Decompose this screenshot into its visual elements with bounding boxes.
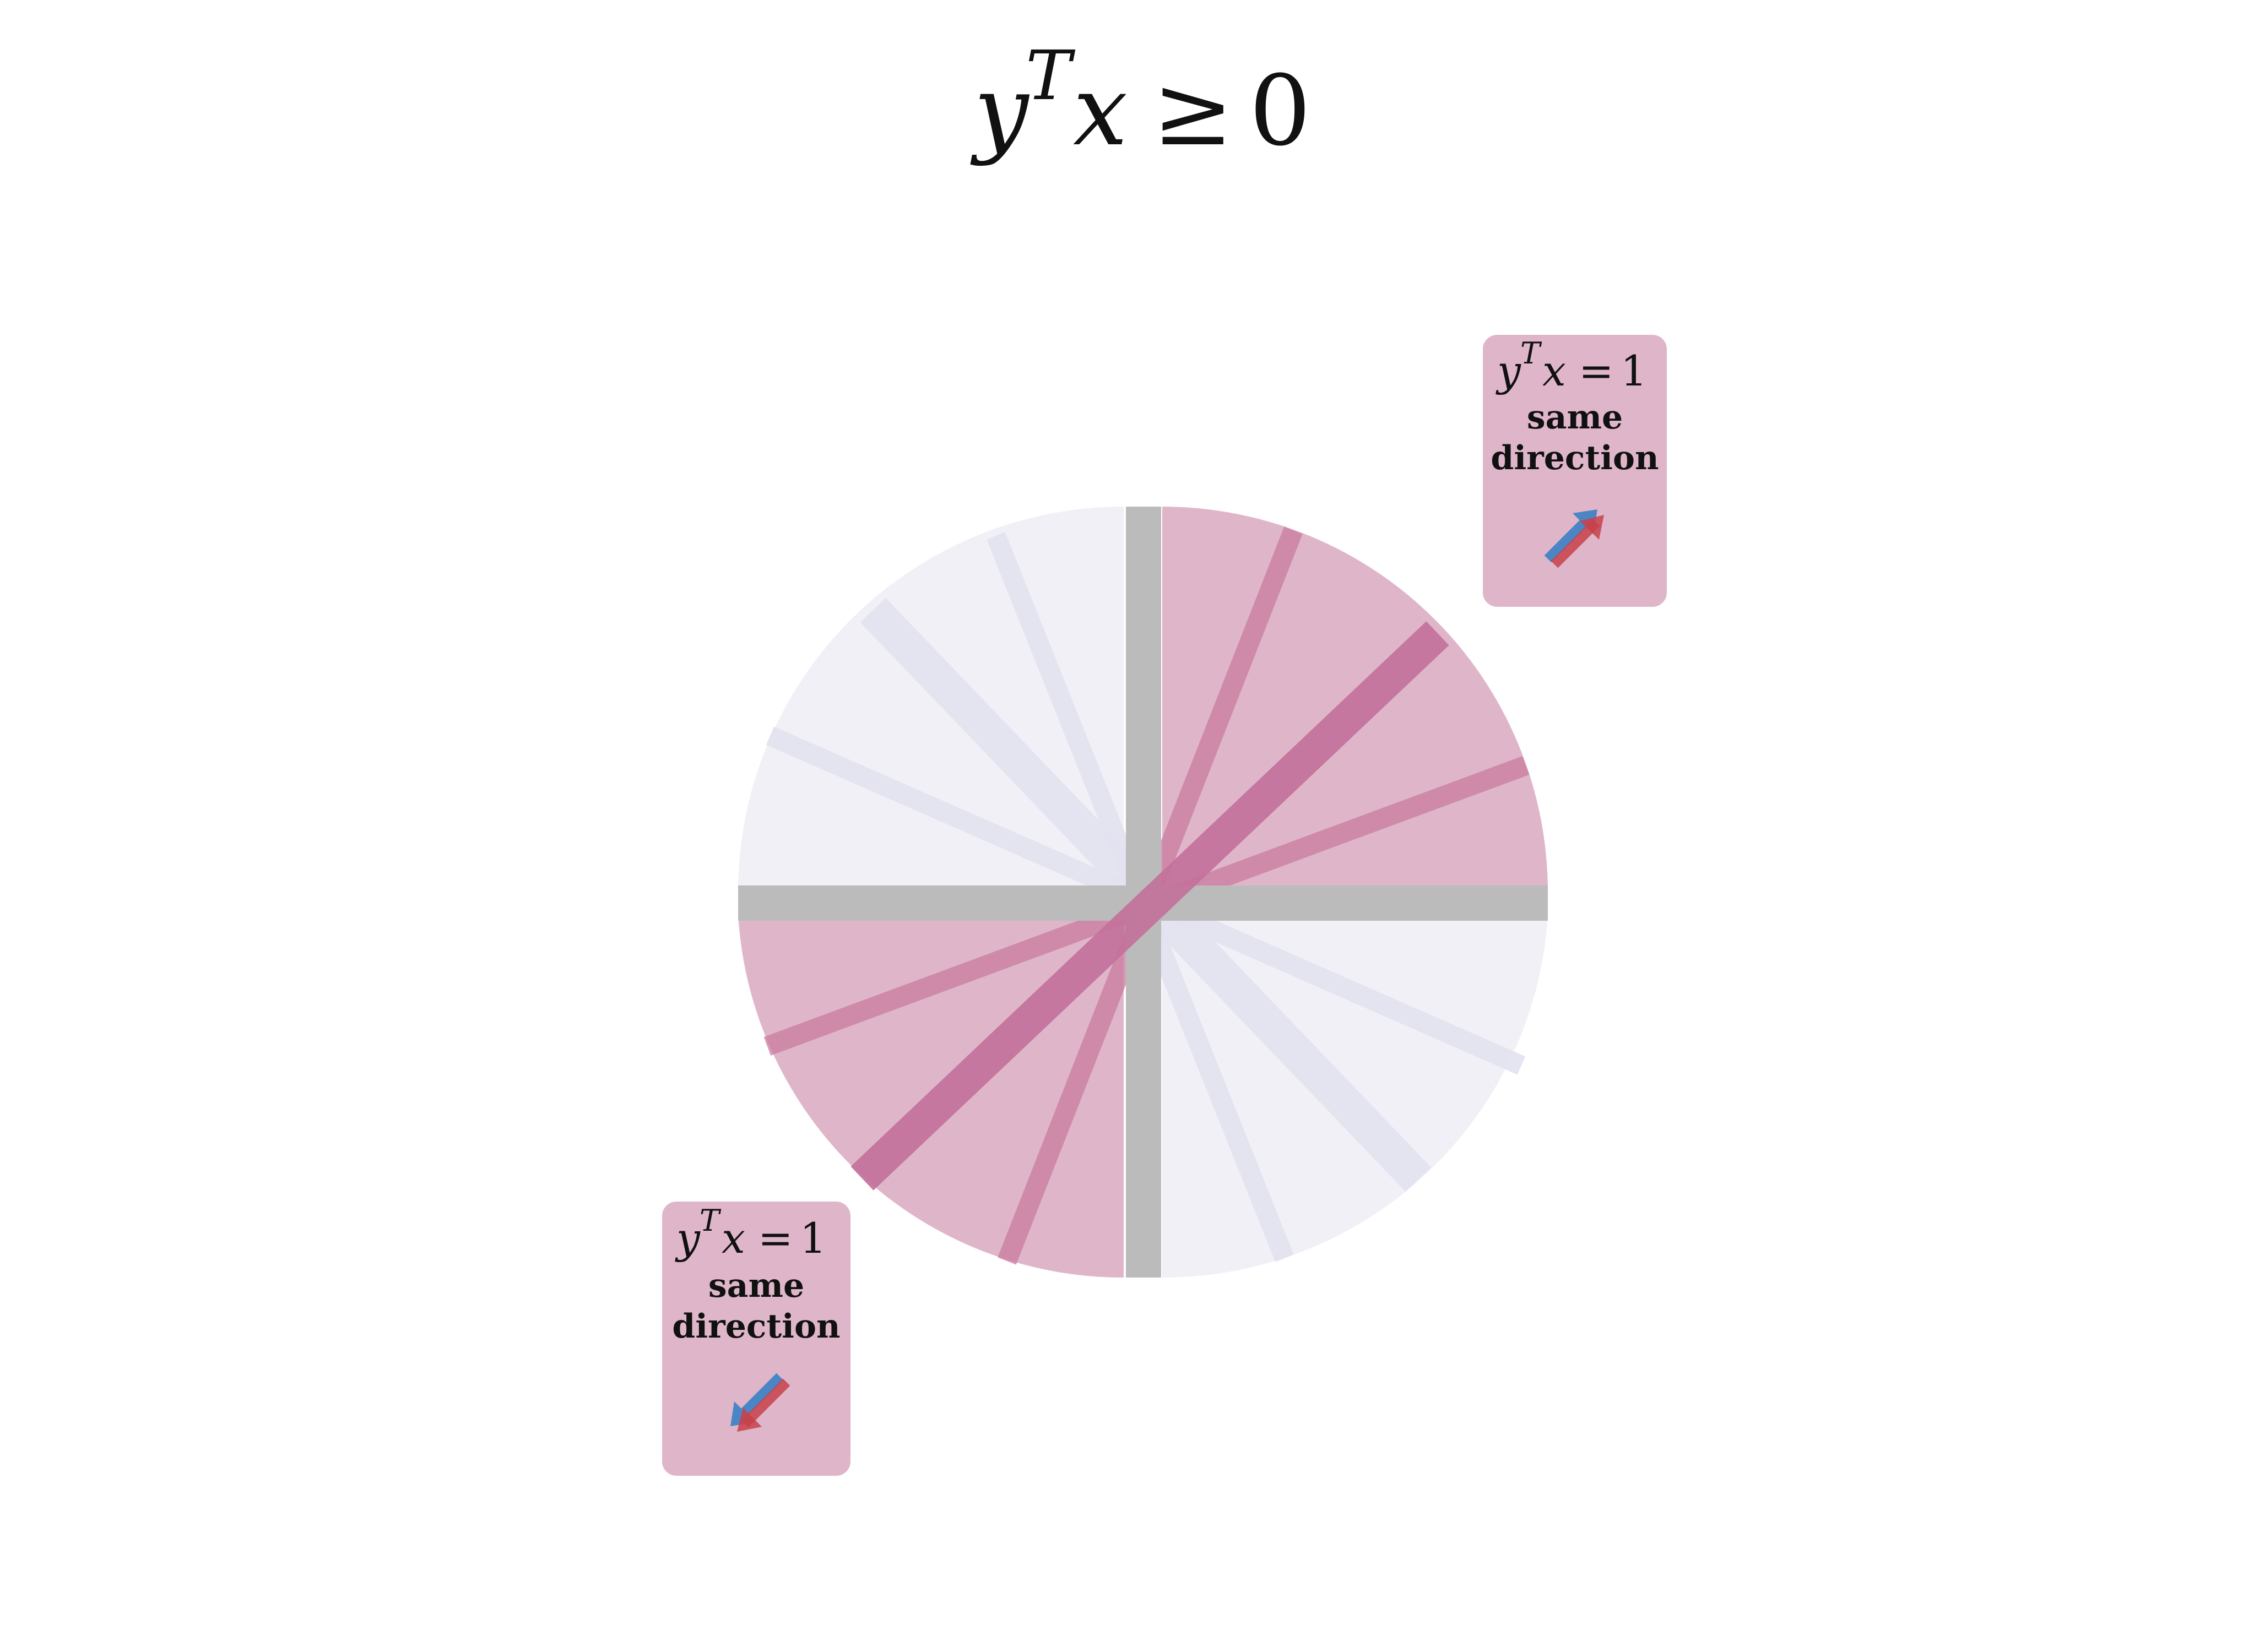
callout-eq-rhs: 1 [1621, 346, 1647, 395]
title-rhs: 0 [1249, 55, 1311, 167]
arrow-up-right-icon [1544, 509, 1604, 568]
callout-line-same: same [708, 1267, 804, 1305]
title-sup: T [1026, 36, 1076, 116]
callout-eq-y: y [1495, 346, 1521, 395]
callout-line-direction: direction [672, 1307, 840, 1346]
title-x: x [1073, 55, 1128, 167]
callout-eq-op: = [758, 1214, 793, 1263]
title-equation: y T x ≥ 0 [970, 36, 1311, 167]
arrow-down-left-icon [730, 1373, 790, 1432]
callout-equation: y T x = 1 [675, 1203, 826, 1263]
title-op: ≥ [1152, 55, 1233, 167]
callout-line-direction: direction [1491, 439, 1659, 477]
callout-eq-y: y [675, 1214, 701, 1263]
callout-eq-x: x [1542, 346, 1566, 395]
callout-box [662, 1202, 850, 1476]
callout-equation: y T x = 1 [1495, 336, 1647, 395]
callout-eq-x: x [722, 1214, 745, 1263]
callout-bottom-left: y T x = 1 same direction [662, 1202, 850, 1476]
title-y: y [970, 55, 1030, 167]
callout-eq-op: = [1579, 346, 1614, 395]
callout-eq-sup: T [700, 1203, 722, 1238]
callout-top-right: y T x = 1 same direction [1483, 335, 1667, 607]
callout-box [1483, 335, 1667, 607]
aligned-direction-ray [850, 621, 1449, 1191]
callout-line-same: same [1527, 398, 1623, 437]
callout-eq-sup: T [1520, 336, 1542, 371]
callout-eq-rhs: 1 [800, 1214, 826, 1263]
